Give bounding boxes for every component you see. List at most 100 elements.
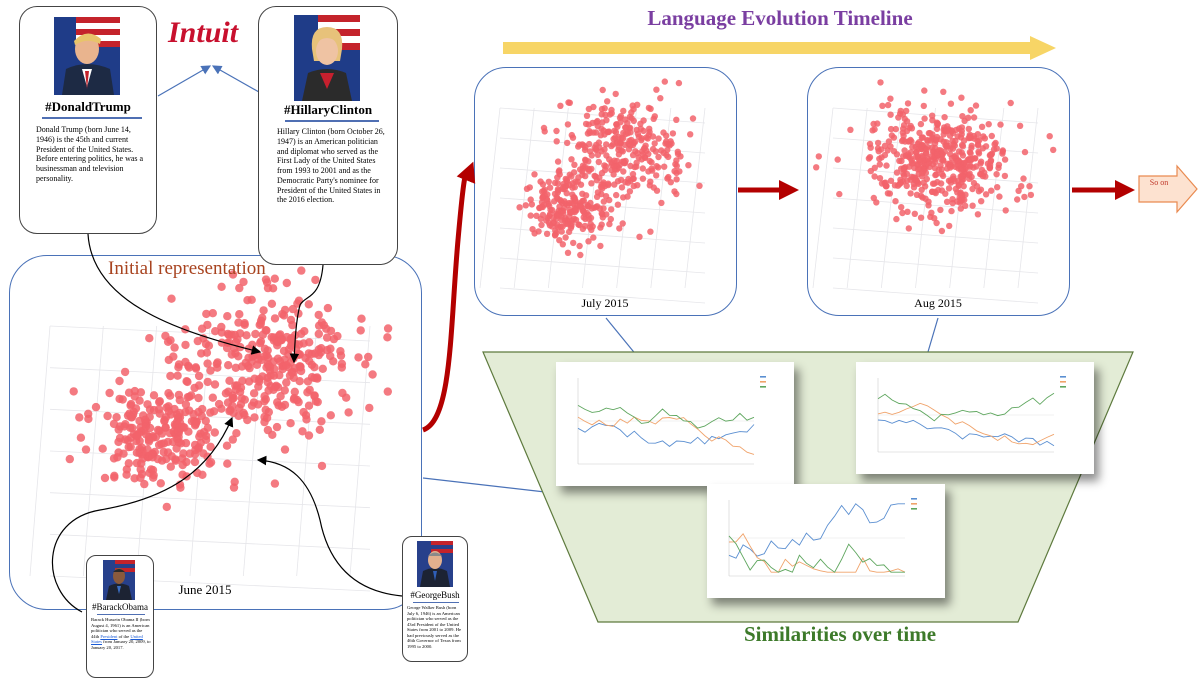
scatter-point	[620, 168, 627, 175]
scatter-point	[946, 222, 953, 230]
scatter-point	[262, 363, 271, 372]
scatter-point	[948, 128, 955, 135]
scatter-point	[209, 407, 219, 416]
scatter-point	[166, 371, 175, 381]
scatter-point	[671, 168, 678, 175]
scatter-point	[892, 198, 899, 205]
scatter-point	[202, 431, 211, 441]
scatter-point	[569, 134, 577, 141]
scatter-point	[267, 299, 277, 308]
scatter-point	[899, 209, 906, 217]
scatter-point	[605, 180, 612, 187]
scatter-point	[174, 390, 184, 400]
scatter-point	[566, 171, 573, 178]
scatter-point	[620, 107, 627, 115]
scatter-point	[991, 141, 998, 148]
scatter-point	[232, 429, 241, 438]
scatter-point	[197, 324, 207, 333]
scatter-point	[1007, 99, 1014, 107]
scatter-point	[314, 329, 323, 339]
scatter-point	[261, 326, 270, 335]
june-to-july-arrow	[421, 161, 476, 433]
scatter-point	[600, 179, 607, 186]
scatter-point	[903, 182, 910, 190]
scatter-point	[870, 194, 877, 202]
scatter-point	[950, 175, 957, 182]
scatter-point	[230, 477, 239, 486]
scatter-point	[904, 208, 911, 215]
scatter-point	[947, 164, 954, 171]
scatter-point	[608, 206, 615, 213]
scatter-point	[282, 361, 291, 370]
scatter-point	[919, 154, 927, 161]
scatter-point	[627, 162, 634, 170]
scatter-point	[127, 413, 136, 422]
scatter-point	[118, 395, 127, 404]
scatter-point	[329, 357, 338, 366]
scatter-points	[516, 78, 703, 259]
june-caption: June 2015	[178, 582, 232, 597]
scatter-point	[545, 200, 552, 208]
scatter-point	[151, 432, 161, 442]
scatter-point	[935, 186, 942, 194]
scatter-point	[361, 360, 370, 369]
scatter-point	[906, 124, 913, 132]
chart-series-line	[877, 402, 1055, 446]
scatter-point	[555, 168, 562, 175]
scatter-point	[967, 150, 974, 157]
scatter-point	[234, 352, 243, 361]
scatter-point	[546, 222, 554, 229]
scatter-point	[221, 389, 231, 398]
scatter-point	[286, 419, 295, 428]
scatter-point	[124, 459, 133, 468]
scatter-point	[164, 389, 173, 398]
scatter-point	[294, 340, 304, 349]
scatter-point	[571, 195, 578, 202]
scatter-point	[155, 409, 164, 418]
obama-link-president[interactable]: President	[100, 633, 118, 639]
scatter-point	[590, 129, 597, 136]
scatter-point	[883, 162, 890, 169]
scatter-point	[580, 208, 587, 215]
scatter-point	[142, 430, 151, 439]
obama-link-united-states[interactable]: United States	[91, 633, 143, 645]
scatter-point	[927, 213, 934, 220]
scatter-point	[171, 455, 180, 464]
scatter-point	[208, 393, 217, 402]
scatter-point	[658, 199, 665, 207]
clinton-portrait	[294, 15, 360, 101]
scatter-point	[645, 104, 653, 112]
scatter-point	[582, 156, 589, 163]
scatter-point	[972, 102, 980, 109]
bush-bio: George Walker Bush (born July 6, 1946) i…	[407, 605, 462, 649]
scatter-point	[929, 112, 936, 119]
scatter-point	[318, 364, 327, 373]
scatter-point	[553, 138, 560, 145]
scatter-point	[954, 189, 961, 196]
scatter-point	[622, 130, 629, 138]
scatter-point	[967, 107, 974, 114]
scatter-point	[676, 168, 683, 175]
scatter-point	[871, 173, 878, 180]
scatter-point	[898, 204, 905, 211]
scatter-point	[235, 283, 244, 293]
scatter-point	[564, 139, 571, 147]
scatter-point	[653, 172, 660, 179]
scatter-point	[302, 415, 311, 424]
scatter-point	[876, 155, 883, 162]
scatter-point	[673, 116, 680, 123]
scatter-point	[136, 465, 145, 474]
scatter-point	[641, 153, 649, 161]
scatter-point	[198, 404, 207, 414]
scatter-point	[565, 213, 573, 220]
scatter-point	[304, 300, 313, 309]
scatter-point	[576, 242, 583, 250]
scatter-point	[813, 164, 820, 171]
scatter-point	[958, 173, 965, 180]
scatter-point	[675, 79, 683, 87]
scatter-point	[260, 417, 269, 427]
scatter-point	[619, 158, 626, 165]
scatter-point	[310, 391, 319, 401]
so-on-arrow: So on	[1137, 164, 1199, 214]
scatter-point	[660, 149, 667, 156]
